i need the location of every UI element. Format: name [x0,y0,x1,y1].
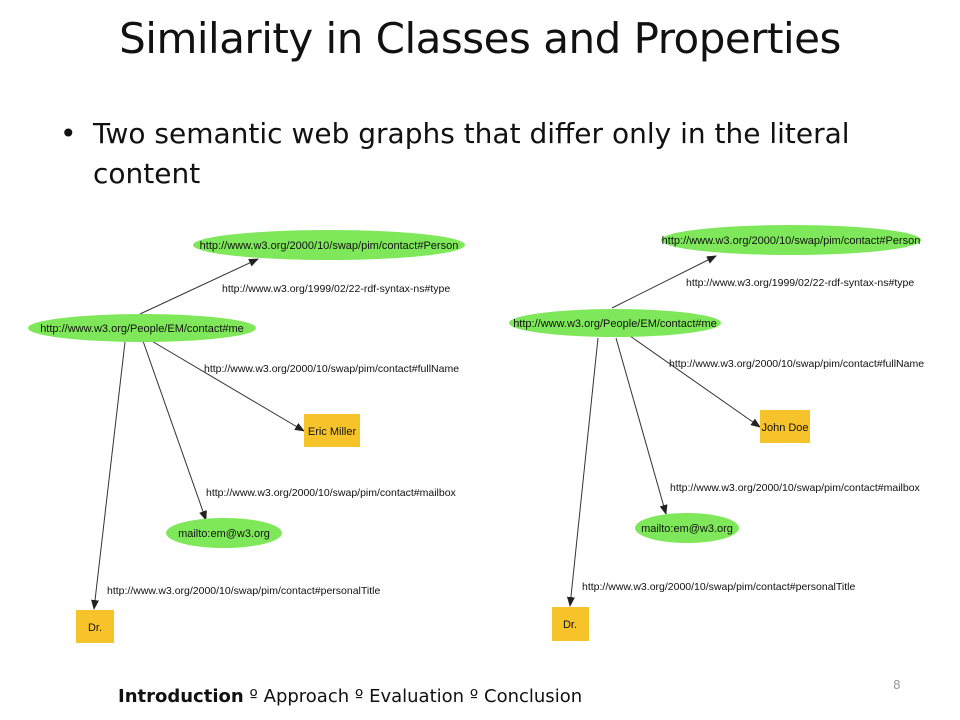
edge-line-type [139,258,259,315]
resource-node-subject-label: http://www.w3.org/People/EM/contact#me [513,318,717,330]
literal-node-fullname-box [304,414,360,447]
edge-line-type [611,255,717,309]
resource-node-type-label: http://www.w3.org/2000/10/swap/pim/conta… [200,240,459,252]
resource-node-subject-label: http://www.w3.org/People/EM/contact#me [40,323,244,335]
edge-line-title [91,341,126,610]
footer-item-evaluation: Evaluation [369,686,465,707]
edge-label-mailbox: http://www.w3.org/2000/10/swap/pim/conta… [206,487,457,499]
graph-right: http://www.w3.org/2000/10/swap/pim/conta… [509,225,924,641]
literal-node-title-box [76,610,114,643]
resource-node-type-ellipse [193,230,465,260]
section-navigation-footer: Introduction º Approach º Evaluation º C… [118,686,582,707]
literal-node-title-box [552,607,589,641]
bullet-point: • Two semantic web graphs that differ on… [60,114,880,194]
resource-node-mailbox-ellipse [635,513,739,543]
footer-item-approach: Approach [263,686,350,707]
edge-line-mailbox [615,337,668,515]
bullet-text: Two semantic web graphs that differ only… [93,117,850,190]
slide-title: Similarity in Classes and Properties [119,14,841,63]
resource-node-subject-ellipse [28,314,256,342]
resource-node-mailbox-label: mailto:em@w3.org [641,523,733,535]
resource-node-mailbox-ellipse [166,518,282,548]
footer-item-introduction: Introduction [118,686,244,707]
footer-separator: º [243,686,264,707]
literal-node-title-label: Dr. [88,622,102,634]
footer-separator: º [349,686,370,707]
literal-node-fullname-label: Eric Miller [308,426,357,438]
footer-separator: º [464,686,485,707]
literal-node-fullname-box [760,410,810,443]
resource-node-type-label: http://www.w3.org/2000/10/swap/pim/conta… [662,235,921,247]
graph-left: http://www.w3.org/2000/10/swap/pim/conta… [28,230,465,643]
bullet-icon: • [60,117,77,150]
edge-label-mailbox: http://www.w3.org/2000/10/swap/pim/conta… [670,482,921,494]
edge-line-mailbox [142,340,207,521]
edge-line-title [566,337,599,607]
edge-line-fullname [629,335,761,428]
edge-label-title: http://www.w3.org/2000/10/swap/pim/conta… [107,585,380,597]
edge-label-type: http://www.w3.org/1999/02/22-rdf-syntax-… [686,277,914,289]
edge-label-fullname: http://www.w3.org/2000/10/swap/pim/conta… [204,363,459,375]
edge-label-type: http://www.w3.org/1999/02/22-rdf-syntax-… [222,283,450,295]
resource-node-subject-ellipse [509,309,721,337]
footer-item-conclusion: Conclusion [484,686,583,707]
resource-node-type-ellipse [661,225,921,255]
edge-label-title: http://www.w3.org/2000/10/swap/pim/conta… [582,581,855,593]
literal-node-fullname-label: John Doe [761,422,808,434]
literal-node-title-label: Dr. [563,619,577,631]
edge-line-fullname [149,339,305,432]
edge-label-fullname: http://www.w3.org/2000/10/swap/pim/conta… [669,358,924,370]
page-number: 8 [893,678,901,692]
resource-node-mailbox-label: mailto:em@w3.org [178,528,270,540]
